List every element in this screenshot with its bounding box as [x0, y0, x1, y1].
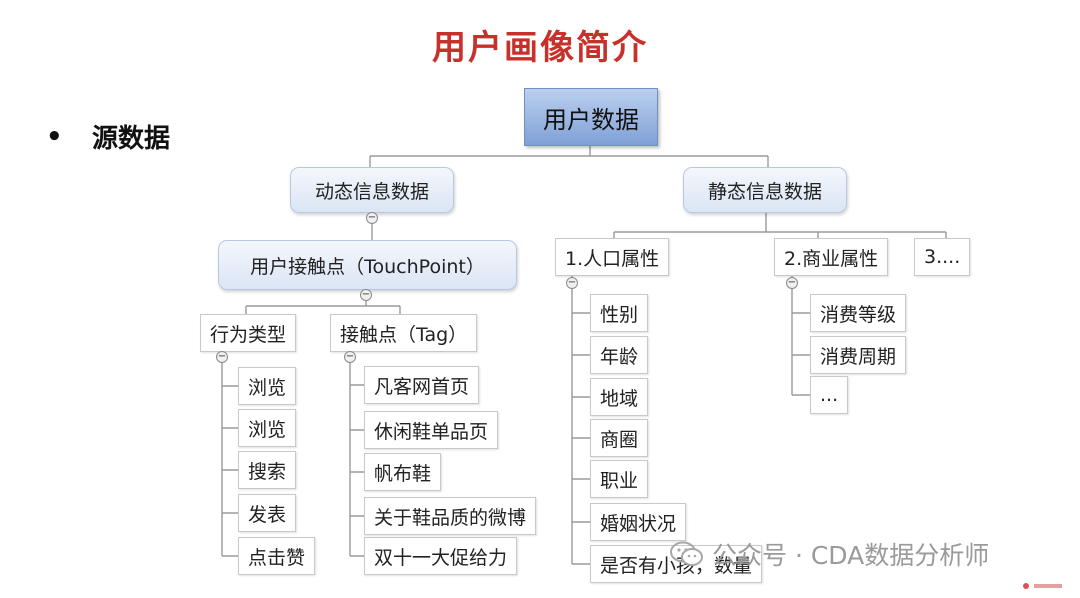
decorative-dots	[1023, 583, 1062, 589]
tag-item[interactable]: 关于鞋品质的微博	[364, 497, 537, 535]
behavior-type-node[interactable]: 行为类型	[200, 314, 297, 352]
behavior-item[interactable]: 发表	[238, 494, 297, 532]
population-item[interactable]: 年龄	[590, 336, 649, 374]
tag-item[interactable]: 凡客网首页	[364, 366, 480, 404]
behavior-item[interactable]: 浏览	[238, 409, 297, 447]
collapse-toggle-icon[interactable]: −	[366, 212, 378, 224]
commerce-attr-node[interactable]: 2.商业属性	[774, 238, 889, 276]
wechat-icon	[670, 541, 704, 567]
static-info-node[interactable]: 静态信息数据	[683, 167, 847, 213]
touchpoint-node[interactable]: 用户接触点（TouchPoint）	[218, 240, 517, 290]
commerce-item[interactable]: ...	[810, 376, 849, 414]
commerce-item[interactable]: 消费周期	[810, 336, 907, 374]
root-node[interactable]: 用户数据	[524, 88, 658, 146]
population-item[interactable]: 商圈	[590, 419, 649, 457]
behavior-item[interactable]: 点击赞	[238, 537, 316, 575]
population-item[interactable]: 婚姻状况	[590, 503, 687, 541]
population-item[interactable]: 职业	[590, 460, 649, 498]
bullet-text: 源数据	[92, 124, 171, 154]
tag-item[interactable]: 帆布鞋	[364, 453, 442, 491]
collapse-toggle-icon[interactable]: −	[360, 289, 372, 301]
population-attr-node[interactable]: 1.人口属性	[555, 238, 670, 276]
tag-item[interactable]: 双十一大促给力	[364, 537, 518, 575]
collapse-toggle-icon[interactable]: −	[344, 351, 356, 363]
behavior-item[interactable]: 浏览	[238, 367, 297, 405]
tag-item[interactable]: 休闲鞋单品页	[364, 411, 499, 449]
collapse-toggle-icon[interactable]: −	[566, 277, 578, 289]
more-attr-node[interactable]: 3....	[914, 238, 971, 276]
commerce-item[interactable]: 消费等级	[810, 294, 907, 332]
watermark-text: 公众号 · CDA数据分析师	[712, 541, 990, 570]
population-item[interactable]: 是否有小孩，数量	[590, 545, 763, 583]
collapse-toggle-icon[interactable]: −	[216, 351, 228, 363]
tag-node[interactable]: 接触点（Tag）	[330, 314, 478, 352]
page-title: 用户画像简介	[432, 28, 648, 68]
population-item[interactable]: 地域	[590, 378, 649, 416]
behavior-item[interactable]: 搜索	[238, 451, 297, 489]
population-item[interactable]: 性别	[590, 294, 649, 332]
watermark: 公众号 · CDA数据分析师	[670, 536, 989, 572]
bullet-marker: •	[46, 122, 63, 152]
dynamic-info-node[interactable]: 动态信息数据	[290, 167, 454, 213]
collapse-toggle-icon[interactable]: −	[786, 277, 798, 289]
